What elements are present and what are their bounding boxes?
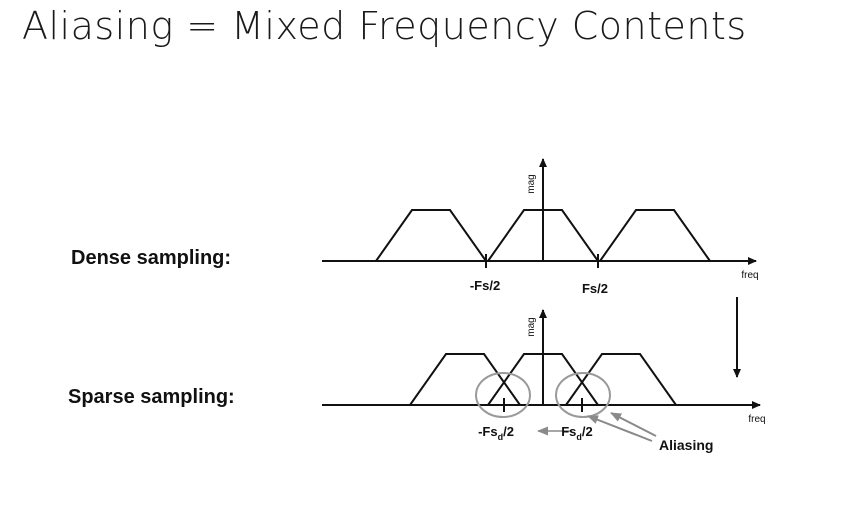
sparse-mag-label: mag: [526, 317, 537, 336]
dense-spectrum-plot: mag freq -Fs/2 Fs/2: [322, 158, 759, 296]
sparse-tick-neg-label: -Fsd/2: [478, 424, 514, 442]
sparse-tick-neg-sub: d: [498, 432, 504, 442]
sparse-freq-label: freq: [748, 414, 765, 425]
dense-spectrum-baseband: [487, 209, 599, 262]
sparse-spectrum-baseband: [487, 353, 599, 406]
sparse-spectrum-replica-right: [565, 353, 677, 406]
dense-sampling-label: Dense sampling:: [71, 247, 232, 269]
dense-tick-neg-label: -Fs/2: [470, 278, 500, 293]
alias-region-right-circle: [555, 372, 611, 418]
dense-mag-label: mag: [526, 174, 537, 193]
sparse-tick-neg-main: -Fs: [478, 424, 498, 439]
dense-tick-pos-label: Fs/2: [582, 281, 608, 296]
sparse-spectrum-replica-left: [409, 353, 521, 406]
aliasing-annotation: Aliasing: [659, 437, 713, 453]
sparse-spectrum-plot: mag freq -Fsd/2 Fsd/2 Aliasing: [322, 309, 766, 453]
sparse-tick-pos-sub: d: [576, 432, 582, 442]
dense-spectrum-replica-left: [375, 209, 487, 262]
sparse-tick-pos-label: Fsd/2: [561, 424, 593, 442]
alias-region-left-circle: [475, 372, 531, 418]
sparse-tick-pos-main: Fs: [561, 424, 576, 439]
aliasing-pointer-to-right: [610, 412, 657, 437]
sparse-sampling-label: Sparse sampling:: [68, 386, 235, 408]
dense-spectrum-replica-right: [599, 209, 711, 262]
slide-title: Aliasing = Mixed Frequency Contents: [22, 4, 747, 48]
aliasing-pointer-to-left: [587, 415, 653, 442]
dense-freq-label: freq: [741, 270, 758, 281]
sparse-tick-neg-tail: /2: [503, 424, 514, 439]
sparse-tick-pos-tail: /2: [582, 424, 593, 439]
